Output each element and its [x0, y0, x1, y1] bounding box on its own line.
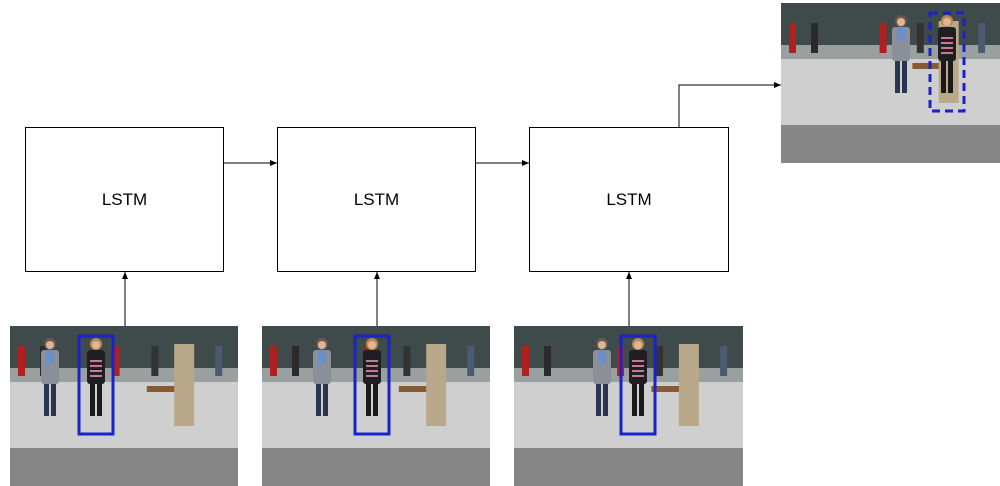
background-person: [270, 346, 277, 376]
shadow: [781, 125, 1000, 163]
tracked-person: [87, 338, 105, 416]
bench: [398, 386, 435, 392]
background-person: [978, 23, 986, 53]
background-person: [811, 23, 818, 53]
lstm-cell-3: LSTM: [529, 127, 729, 272]
lstm-cell-2: LSTM: [277, 127, 476, 272]
tracking-bounding-box: [619, 334, 657, 436]
output-frame: [781, 3, 1000, 163]
pedestrian: [892, 15, 910, 93]
pedestrian: [313, 338, 331, 416]
background-person: [879, 23, 887, 53]
input-frame-1: [10, 326, 238, 486]
tracked-person: [938, 15, 956, 93]
pedestrian: [593, 338, 611, 416]
background-person: [720, 346, 728, 376]
tracking-bounding-box: [353, 334, 391, 436]
background-person: [467, 346, 475, 376]
background-person: [151, 346, 159, 376]
sculpture: [678, 344, 699, 426]
input-frame-3: [514, 326, 743, 486]
bench: [146, 386, 183, 392]
lstm-cell-1: LSTM: [25, 127, 224, 272]
frame-photo: [781, 3, 1000, 163]
background-person: [112, 346, 120, 376]
pedestrian: [41, 338, 59, 416]
background-person: [403, 346, 411, 376]
background-person: [916, 23, 924, 53]
background-person: [522, 346, 529, 376]
sculpture: [174, 344, 195, 426]
background-person: [544, 346, 551, 376]
background-person: [655, 346, 663, 376]
bench: [651, 386, 688, 392]
frame-photo: [514, 326, 743, 486]
background-person: [215, 346, 223, 376]
background-person: [18, 346, 25, 376]
background-person: [292, 346, 299, 376]
sculpture: [426, 344, 447, 426]
predicted-bounding-box: [928, 11, 966, 113]
storefront: [514, 326, 743, 368]
tracking-bounding-box: [77, 334, 115, 436]
arrow-lstm3-to-output: [678, 82, 781, 127]
tracked-person: [629, 338, 647, 416]
input-frame-2: [262, 326, 490, 486]
frame-photo: [262, 326, 490, 486]
tracked-person: [363, 338, 381, 416]
frame-photo: [10, 326, 238, 486]
shadow: [10, 448, 238, 486]
shadow: [262, 448, 490, 486]
background-person: [789, 23, 796, 53]
shadow: [514, 448, 743, 486]
